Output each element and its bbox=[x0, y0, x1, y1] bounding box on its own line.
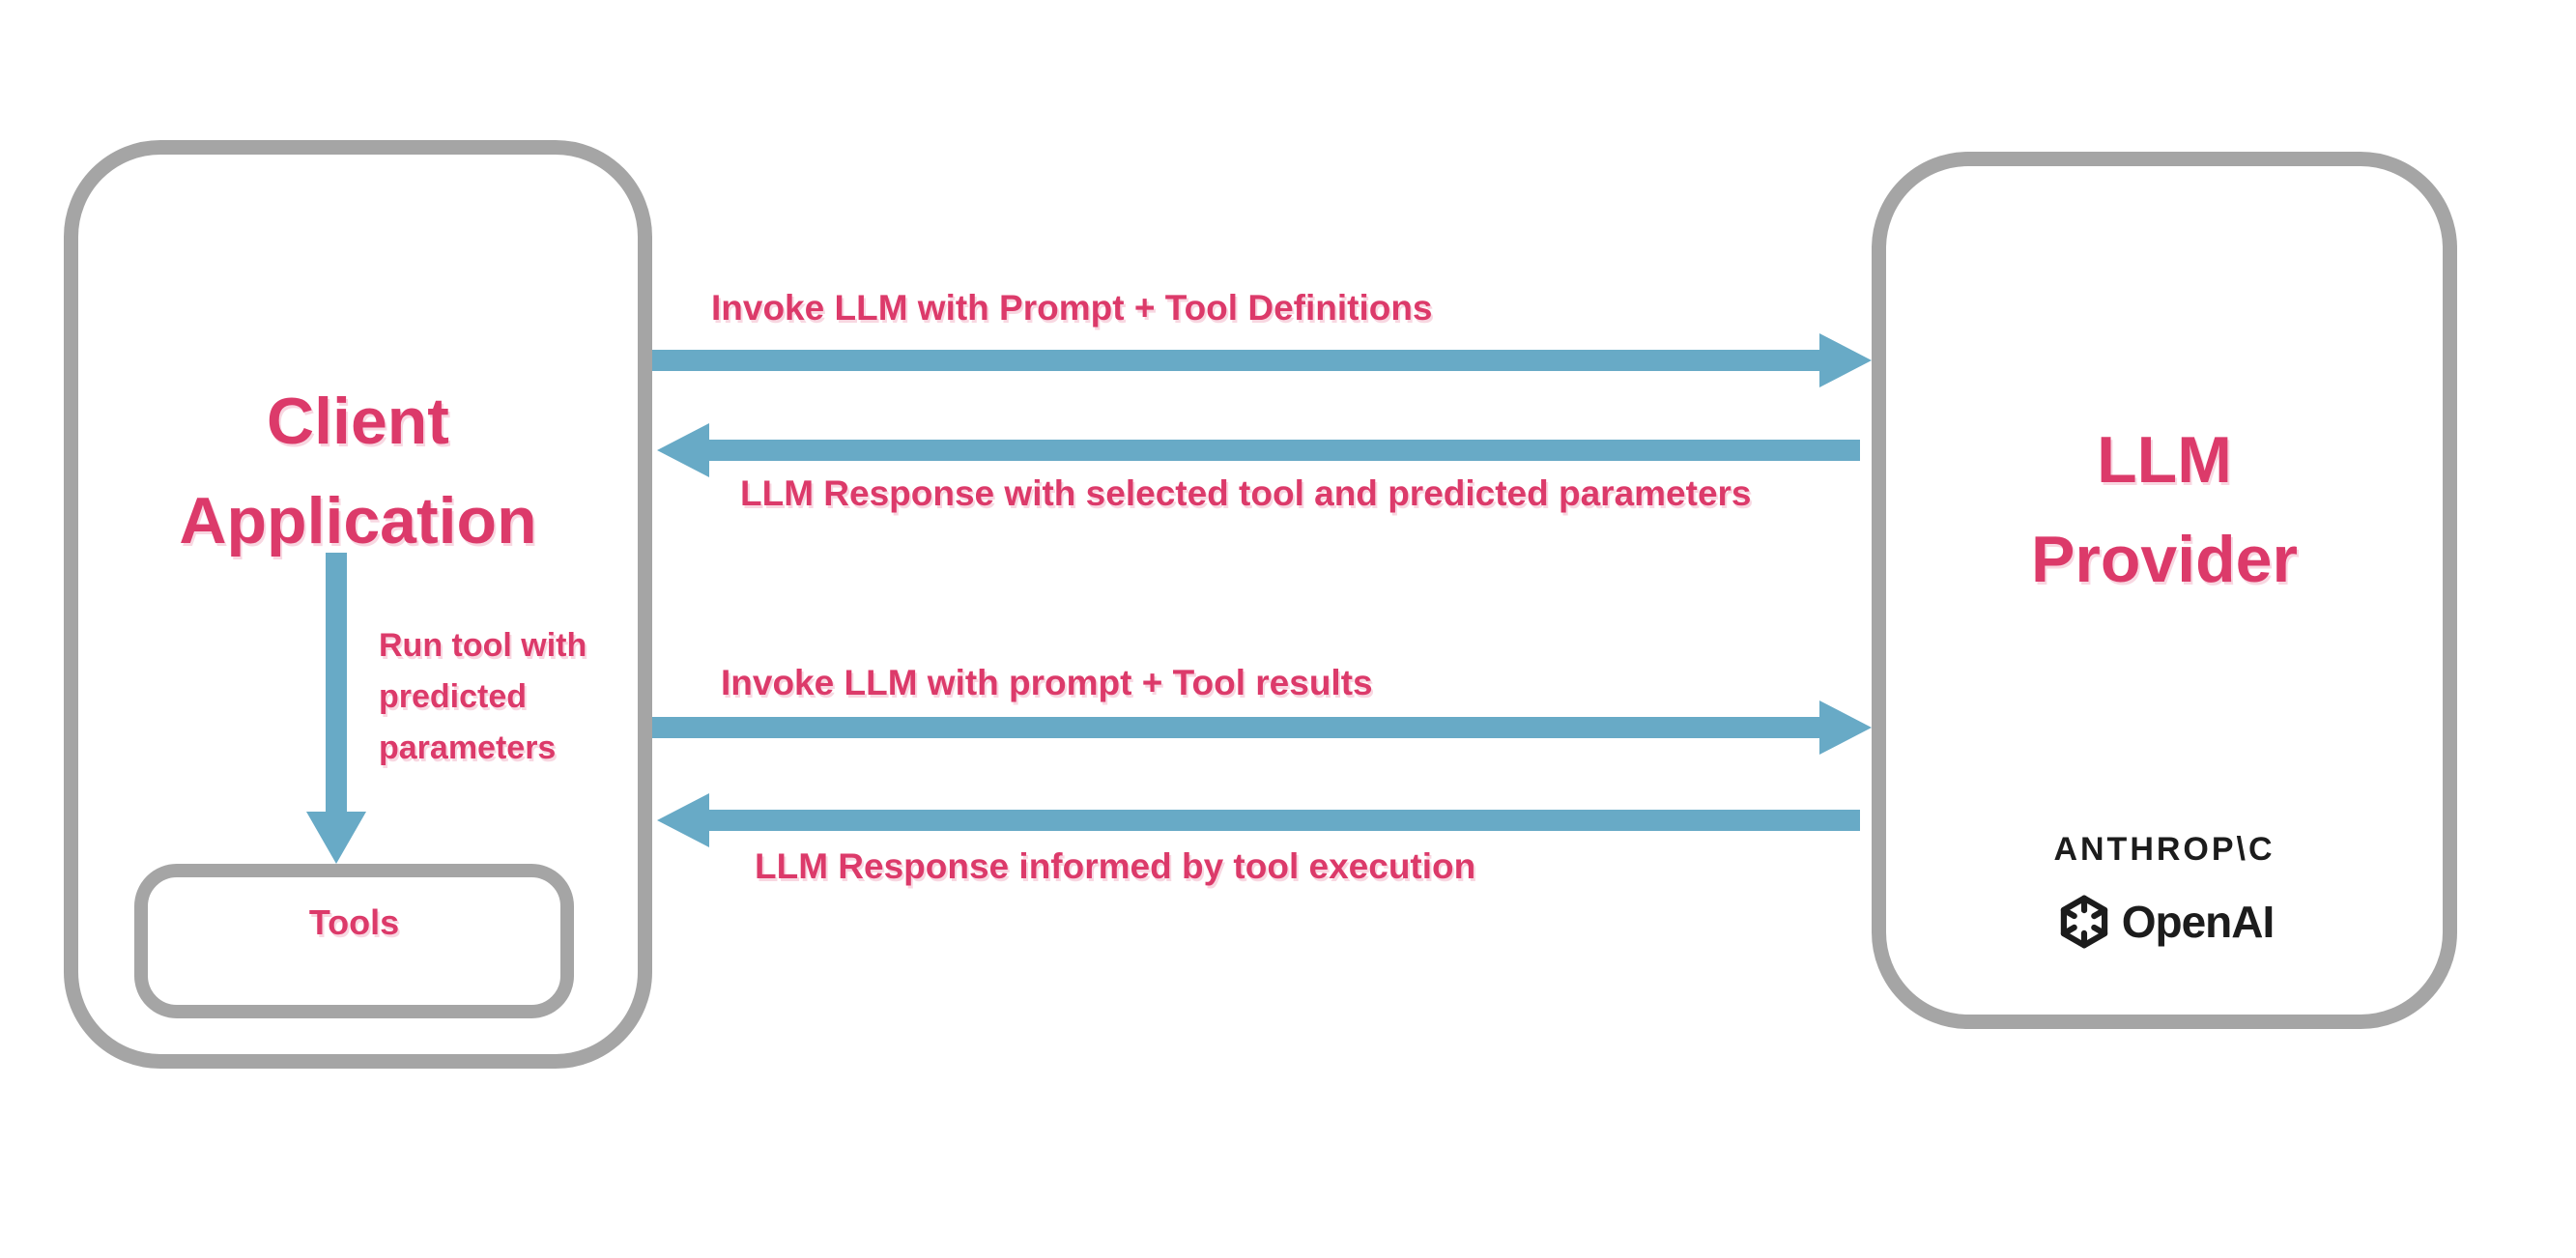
run-tool-arrow-head-icon bbox=[306, 812, 366, 864]
arrow-invoke-results-shaft bbox=[652, 717, 1820, 738]
arrow-invoke-definitions-label: Invoke LLM with Prompt + Tool Definition… bbox=[711, 288, 1433, 328]
anthropic-logo: ANTHROP\C bbox=[2053, 831, 2275, 868]
arrow-response-selected-tool-shaft bbox=[709, 440, 1860, 461]
tools-box: Tools bbox=[134, 864, 574, 1018]
arrow-invoke-definitions-head-icon bbox=[1819, 333, 1872, 387]
run-tool-note: Run tool with predicted parameters bbox=[379, 627, 587, 766]
arrow-response-informed-label: LLM Response informed by tool execution bbox=[755, 846, 1476, 886]
llm-provider-title: LLM Provider bbox=[1872, 411, 2457, 610]
arrow-invoke-results-head-icon bbox=[1819, 700, 1872, 755]
client-application-title: Client Application bbox=[64, 372, 652, 571]
arrow-response-informed-shaft bbox=[709, 810, 1860, 831]
openai-logo-icon bbox=[2060, 895, 2107, 949]
client-title-line2: Application bbox=[179, 484, 537, 558]
llm-provider-box bbox=[1872, 152, 2457, 1029]
client-title-line1: Client bbox=[267, 385, 449, 458]
tools-label: Tools bbox=[308, 902, 400, 942]
arrow-response-informed-head-icon bbox=[657, 793, 709, 847]
provider-title-line2: Provider bbox=[2031, 523, 2298, 596]
openai-logo: OpenAI bbox=[1872, 893, 2457, 951]
provider-title-line1: LLM bbox=[2097, 423, 2232, 497]
arrow-response-selected-tool-head-icon bbox=[657, 423, 709, 477]
arrow-response-selected-tool-label: LLM Response with selected tool and pred… bbox=[740, 473, 1752, 513]
openai-logo-text: OpenAI bbox=[2121, 897, 2275, 947]
arrow-invoke-results-label: Invoke LLM with prompt + Tool results bbox=[721, 663, 1373, 702]
run-tool-arrow-shaft bbox=[326, 553, 347, 812]
arrow-invoke-definitions-shaft bbox=[652, 350, 1820, 371]
